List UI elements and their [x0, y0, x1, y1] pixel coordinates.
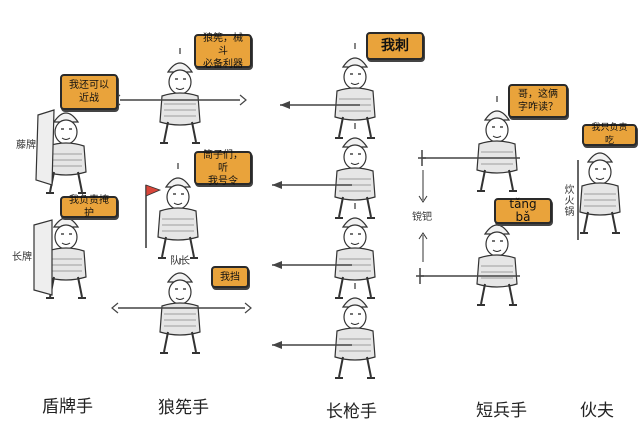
column-label-dunpai: 盾牌手	[42, 397, 93, 417]
cook-soldier	[577, 137, 621, 240]
captain-soldier	[145, 162, 199, 259]
bubble-huofu-1: 我只负责吃	[582, 123, 637, 146]
pikeman-4	[271, 282, 376, 379]
bubble-dunpai-1: 我还可以 近战	[60, 74, 118, 110]
note-huoshi: 炊火锅	[562, 184, 573, 217]
bubble-changqiang-1: 我刺	[366, 32, 424, 60]
column-label-langxian: 狼筅手	[158, 398, 209, 418]
shield-soldier-1	[35, 97, 87, 194]
note-changpai: 长牌	[12, 252, 32, 263]
langxian-soldier-3	[111, 257, 252, 354]
pikeman-1	[279, 42, 376, 139]
shield-soldier-2	[33, 202, 87, 299]
column-label-changqiang: 长枪手	[326, 402, 377, 422]
pikeman-2	[271, 122, 376, 219]
bubble-duanbing-2: tǎng bǎ	[494, 198, 552, 224]
column-label-huofu: 伙夫	[580, 401, 614, 421]
tangba-arrows	[418, 170, 428, 262]
bubble-langxian-1: 狼筅，械斗 必备利器	[194, 33, 252, 70]
column-label-duanbing: 短兵手	[476, 401, 527, 421]
bubble-dunpai-2: 我负责掩护	[60, 195, 118, 219]
bubble-langxian-2: 筒子们，听 我号令	[194, 150, 252, 187]
bubble-langxian-3: 我挡	[211, 266, 249, 288]
note-tengpai: 藤牌	[16, 140, 36, 151]
short-weapon-soldier-1	[418, 95, 520, 192]
note-duizhang: 队长	[170, 256, 190, 267]
bubble-duanbing-1: 哥，这俩 字咋读？	[508, 84, 568, 118]
note-tangba: 镋钯	[412, 212, 432, 223]
short-weapon-soldier-2	[416, 209, 520, 306]
pikeman-3	[271, 202, 376, 299]
